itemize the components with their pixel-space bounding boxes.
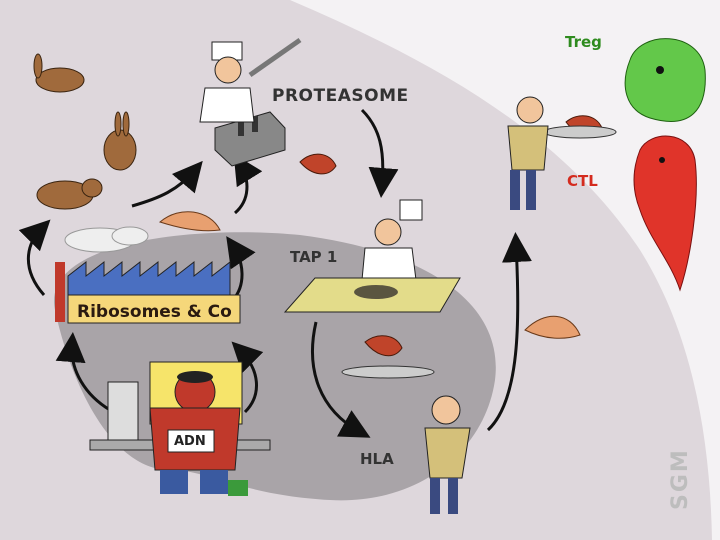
butcher-chef bbox=[199, 37, 302, 123]
label-ctl: CTL bbox=[567, 172, 598, 190]
arrow-tap-to-hla bbox=[311, 321, 371, 438]
factory-illustration bbox=[55, 226, 241, 324]
label-treg: Treg bbox=[565, 33, 602, 51]
waiter-hla bbox=[341, 365, 471, 514]
arrow-proteasome-to-chef bbox=[360, 108, 399, 198]
label-proteasome: PROTEASOME bbox=[272, 86, 409, 106]
label-hla: HLA bbox=[360, 450, 394, 468]
label-factory: Ribosomes & Co bbox=[77, 302, 232, 322]
arrow-factory-to-rabbits bbox=[18, 219, 51, 296]
proteasome-block bbox=[214, 111, 286, 167]
waiter-presenting bbox=[507, 96, 617, 210]
chef-tap bbox=[283, 199, 461, 313]
rabbit-illustrations bbox=[33, 53, 137, 210]
arrow-waiter-to-presentation bbox=[486, 232, 532, 432]
treg-creature bbox=[624, 38, 706, 122]
label-adn: ADN bbox=[174, 434, 206, 449]
shrimp-illustrations bbox=[158, 211, 581, 339]
logo-text: SGM bbox=[668, 448, 693, 510]
arrow-rabbits-to-proteasome bbox=[131, 160, 203, 208]
computer-workstation bbox=[89, 361, 271, 496]
arrow-adn-to-factory-right bbox=[231, 341, 264, 414]
arrow-shrimp-to-proteasome bbox=[233, 153, 263, 215]
arrow-adn-to-factory bbox=[55, 332, 111, 412]
label-tap: TAP 1 bbox=[290, 248, 338, 266]
ctl-creature bbox=[633, 135, 697, 292]
